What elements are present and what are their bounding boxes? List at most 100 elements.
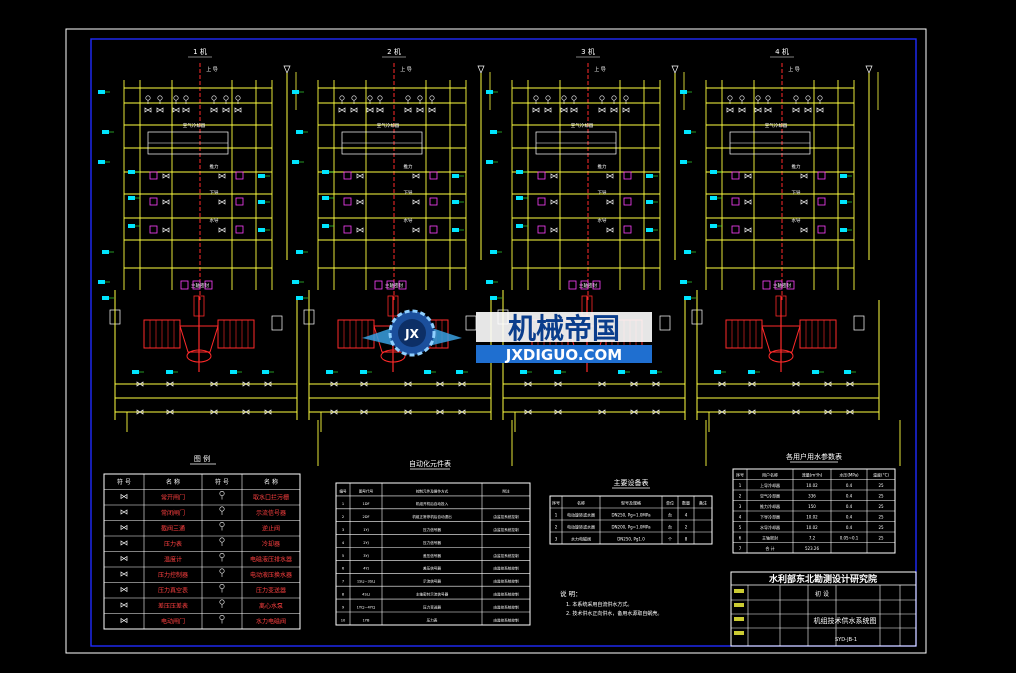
top-gauge-icon: [351, 95, 357, 101]
auto-table-cell: 由监控系统控制: [493, 553, 519, 558]
auto-table-cell: 差压信号器: [423, 553, 441, 558]
legend-name-right: 冷却器: [262, 540, 280, 548]
cooler-box-icon: [623, 197, 632, 206]
bottom-valve-icon: [330, 409, 338, 415]
user-table-cell: 10.02: [806, 525, 818, 530]
row-label-3: 水导: [404, 217, 413, 224]
row-instrument-icon: [840, 174, 847, 178]
side-instrument-icon: [684, 130, 691, 134]
funnel-icon: [283, 65, 291, 74]
cooler-box-icon: [537, 197, 546, 206]
side-instrument-icon: [296, 250, 303, 254]
brand-text: 机械帝国: [508, 312, 620, 345]
seal-box-icon: [592, 280, 601, 290]
cooler-box-icon: [817, 171, 826, 180]
side-instrument-icon: [684, 296, 691, 300]
seal-box-icon: [374, 280, 383, 290]
auto-table-cell: 压力信号器: [423, 540, 441, 545]
auto-table-cell: 由监控系统控制: [493, 527, 519, 532]
user-table-cell: 上导冷却器: [760, 482, 780, 488]
side-instrument-icon: [486, 160, 493, 164]
row-valve-icon: [412, 227, 420, 233]
equipment-table-header: 数量: [682, 500, 690, 506]
legend-header: 名 称: [166, 478, 180, 486]
top-gauge-icon: [339, 95, 345, 101]
top-gauge-icon: [727, 95, 733, 101]
top-valve-icon: [792, 107, 800, 113]
bottom-valve-icon: [524, 409, 532, 415]
user-table-header: 用户名称: [762, 472, 778, 478]
cooler-box-icon: [343, 171, 352, 180]
user-table-cell: 0.4: [846, 504, 853, 509]
equipment-table-header: 单位: [666, 500, 674, 506]
cooler-box-icon: [343, 225, 352, 234]
row-instrument-icon: [646, 200, 653, 204]
auto-table-cell: 10: [341, 618, 346, 622]
side-instrument-icon: [98, 90, 105, 94]
legend-name-left: 常开闸门: [161, 494, 185, 502]
seal-box-icon: [398, 280, 407, 290]
legend-name-left: 截阀三通: [161, 525, 185, 533]
unit-label: 2 机: [387, 47, 401, 56]
auto-table-header: 附注: [502, 488, 510, 493]
cooler-box-icon: [731, 225, 740, 234]
auto-table-title: 自动化元件表: [409, 459, 451, 468]
bottom-valve-icon: [524, 381, 532, 387]
bottom-valve-icon: [598, 381, 606, 387]
auto-table-header: 编号: [339, 488, 347, 493]
top-gauge-icon: [793, 95, 799, 101]
user-table-cell: 水导冷却器: [760, 524, 780, 530]
bottom-valve-icon: [242, 409, 250, 415]
cooler-box-icon: [623, 225, 632, 234]
user-table-cell: 空气冷却器: [760, 493, 780, 499]
cooler-box-icon: [537, 225, 546, 234]
auto-table-cell: 机组正常停机后自动退出: [412, 514, 452, 519]
filter-right-icon: [659, 315, 671, 331]
air-cooler-label: 空气冷却器: [377, 122, 400, 129]
row-valve-icon: [744, 199, 752, 205]
row-valve-icon: [162, 227, 170, 233]
bottom-instrument-icon: [326, 370, 333, 374]
top-gauge-icon: [545, 95, 551, 101]
row-valve-icon: [162, 199, 170, 205]
auto-table-cell: 4SLJ: [362, 592, 370, 596]
top-valve-icon: [610, 107, 618, 113]
top-gauge-icon: [817, 95, 823, 101]
legend-symbol-right-icon: [219, 552, 225, 558]
bottom-instrument-icon: [166, 370, 173, 374]
auto-table-cell: 1DF: [362, 502, 369, 506]
row-instrument-icon: [646, 174, 653, 178]
row-valve-icon: [606, 227, 614, 233]
bottom-valve-icon: [458, 381, 466, 387]
row-instrument-icon: [128, 196, 135, 200]
note-item-1: 1. 本系统采用自流供水方式。: [566, 601, 632, 608]
row-instrument-icon: [840, 200, 847, 204]
outer-frame: [65, 28, 927, 654]
bottom-valve-icon: [166, 409, 174, 415]
user-table-cell: 2: [739, 494, 742, 499]
top-valve-icon: [416, 107, 424, 113]
bottom-instrument-icon: [554, 370, 561, 374]
legend-name-left: 压力控制器: [158, 571, 188, 579]
user-table-cell: 25: [878, 536, 884, 541]
row-label-2: 下导: [404, 190, 413, 196]
legend-name-right: 示流信号器: [256, 509, 286, 517]
auto-table-cell: 由监控系统控制: [493, 617, 519, 622]
auto-table-cell: 1YJ: [363, 528, 369, 532]
top-valve-icon: [234, 107, 242, 113]
user-table-cell: 4: [739, 515, 742, 520]
cooler-box-icon: [731, 197, 740, 206]
row-valve-icon: [550, 173, 558, 179]
legend-header: 符 号: [215, 478, 229, 486]
title-label-mark: [734, 631, 744, 635]
top-valve-icon: [404, 107, 412, 113]
bottom-valve-icon: [436, 381, 444, 387]
unit-label: 1 机: [193, 47, 207, 56]
row-valve-icon: [412, 199, 420, 205]
auto-table-cell: 机组开机后自动投入: [416, 501, 449, 506]
top-gauge-icon: [533, 95, 539, 101]
side-instrument-icon: [102, 296, 109, 300]
equipment-table-cell: 台: [668, 512, 672, 518]
